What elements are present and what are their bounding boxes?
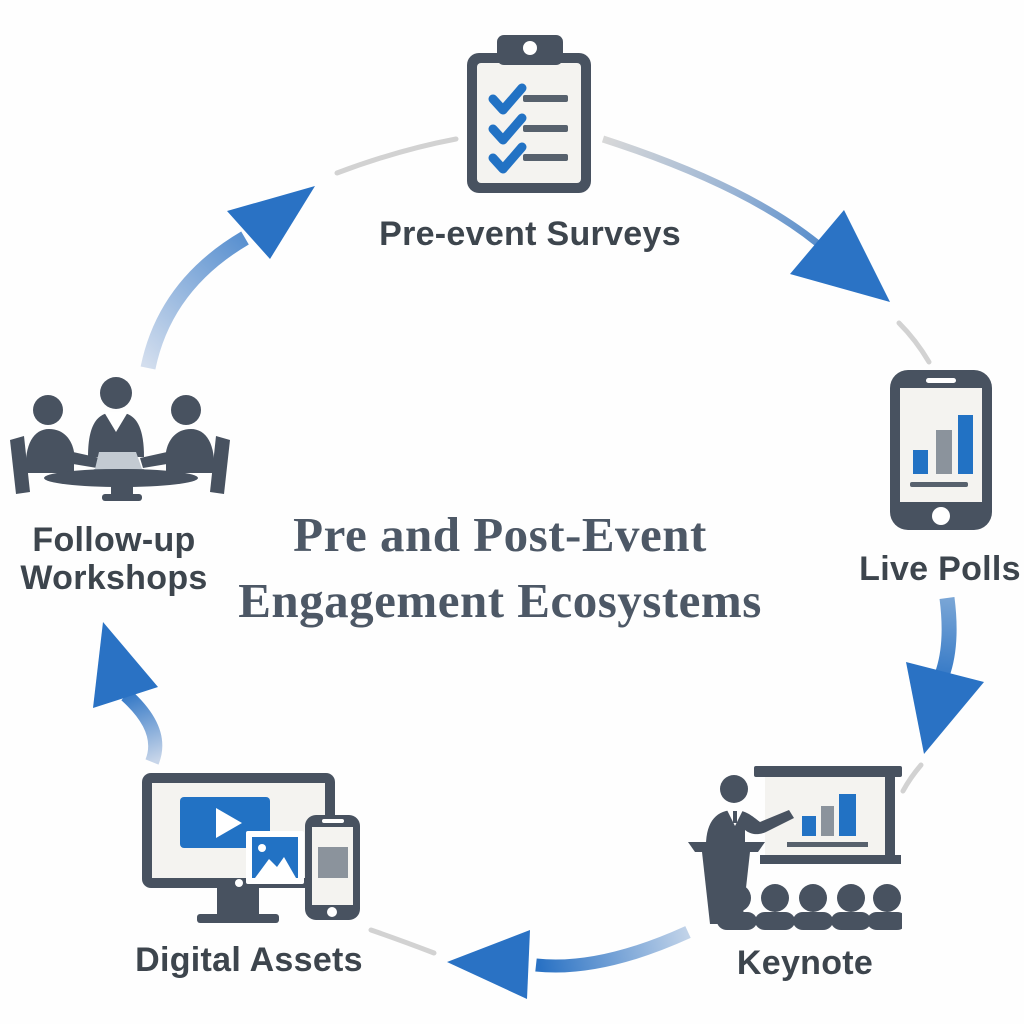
arrow-keynote-to-digitalassets (447, 926, 691, 999)
label-pre-event-surveys: Pre-event Surveys (379, 215, 681, 253)
arrow-surveys-to-livepolls (601, 135, 890, 302)
arrow-livepolls-to-keynote (906, 597, 984, 754)
arc-segment-bottom-left (368, 927, 437, 956)
meeting-table-icon (10, 377, 230, 501)
mobile-device-icon (305, 815, 360, 920)
label-follow-up-workshops: Follow-up Workshops (20, 521, 208, 597)
arc-segment-top-left (334, 136, 459, 176)
title-line-1: Pre and Post-Event (293, 507, 707, 562)
audience-silhouettes (717, 884, 902, 930)
arrow-digitalassets-to-workshops (93, 622, 163, 765)
phone-bar-chart-icon (890, 370, 992, 530)
clipboard-checklist-icon (467, 35, 591, 193)
arc-segment-right-lower (900, 762, 924, 794)
arc-segment-right-upper (896, 320, 932, 365)
diagram-title: Pre and Post-Event Engagement Ecosystems (238, 502, 762, 634)
label-keynote: Keynote (736, 944, 874, 982)
presenter-audience-icon (688, 766, 902, 930)
label-live-polls: Live Polls (859, 550, 1021, 588)
label-digital-assets: Digital Assets (135, 941, 363, 979)
title-line-2: Engagement Ecosystems (238, 573, 762, 628)
arrow-workshops-to-surveys (140, 186, 315, 370)
devices-media-icon (142, 773, 360, 923)
image-thumbnail-icon (246, 831, 304, 884)
